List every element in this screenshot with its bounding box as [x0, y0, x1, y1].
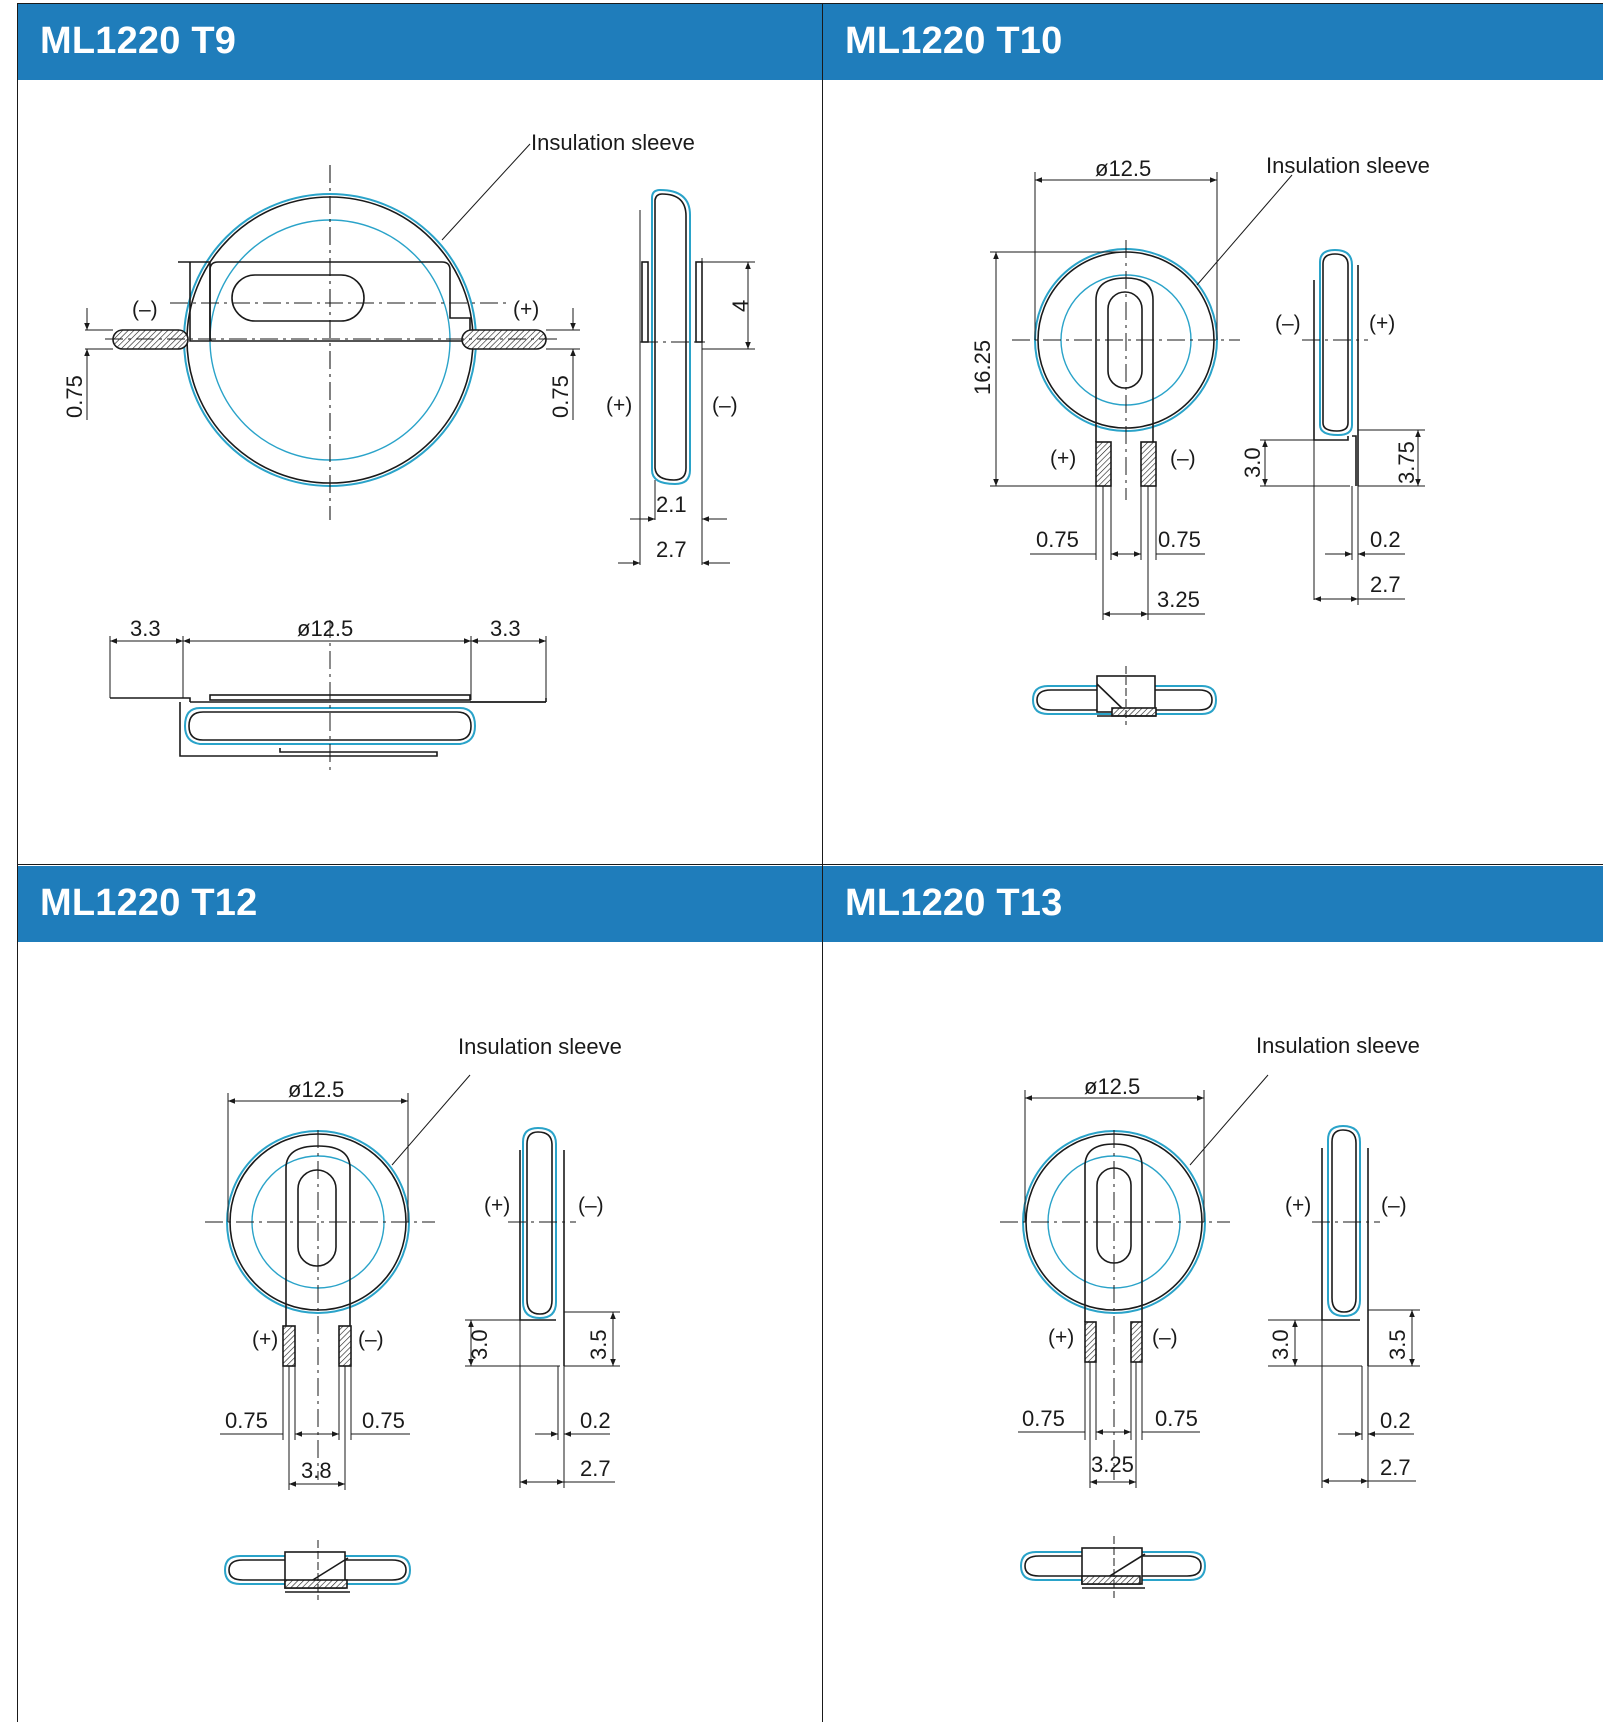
t13-sleeve-label: Insulation sleeve: [1256, 1033, 1420, 1058]
panel-header: ML1220 T10: [823, 4, 1603, 80]
t9-sleeve-label: Insulation sleeve: [531, 130, 695, 155]
t10-dia-dim: ø12.5: [1095, 156, 1151, 181]
t9-front-view: [84, 143, 580, 520]
t9-bottom-left-dim: 3.3: [130, 616, 161, 641]
t10-side-lead-dim: 3.0: [1240, 447, 1265, 478]
t13-side-w-dim: 2.7: [1380, 1455, 1411, 1480]
t13-w-left-dim: 0.75: [1022, 1406, 1065, 1431]
panel-t9: ML1220 T9: [18, 4, 822, 864]
panel-t12: ML1220 T12: [18, 866, 822, 1722]
panel-title: ML1220 T10: [845, 20, 1063, 62]
t10-side-view: [1260, 248, 1425, 605]
t9-bottom-view: [109, 620, 547, 770]
t13-w-right-dim: 0.75: [1155, 1406, 1198, 1431]
vertical-divider: [822, 3, 823, 1722]
t13-bottom-view: [1019, 1536, 1207, 1598]
t12-dia-dim: ø12.5: [288, 1077, 344, 1102]
panel-t13: ML1220 T13: [823, 866, 1603, 1722]
t9-side-w2-dim: 2.7: [656, 537, 687, 562]
t10-side-pos-label: (+): [1369, 312, 1395, 335]
t10-height-dim: 16.25: [970, 340, 995, 395]
panel-header: ML1220 T12: [18, 866, 822, 942]
t10-neg-label: (–): [1170, 447, 1196, 470]
t12-side-view: [465, 1126, 620, 1488]
t12-side-neg-label: (–): [578, 1194, 604, 1217]
t13-side-lead2-dim: 3.5: [1385, 1329, 1410, 1360]
t12-neg-label: (–): [358, 1328, 384, 1351]
t10-pos-label: (+): [1050, 447, 1076, 470]
t13-dia-dim: ø12.5: [1084, 1074, 1140, 1099]
panel-header: ML1220 T13: [823, 866, 1603, 942]
t9-tab-right-dim: 0.75: [548, 375, 573, 418]
t13-side-lead-dim: 3.0: [1268, 1329, 1293, 1360]
t12-sleeve-label: Insulation sleeve: [458, 1034, 622, 1059]
t9-side-neg-label: (–): [712, 394, 738, 417]
t12-pitch-dim: 3.8: [301, 1458, 332, 1483]
t12-w-left-dim: 0.75: [225, 1408, 268, 1433]
t13-side-neg-label: (–): [1381, 1194, 1407, 1217]
t13-side-view: [1268, 1124, 1420, 1488]
panel-t10: ML1220 T10: [823, 4, 1603, 864]
t12-side-w-dim: 2.7: [580, 1456, 611, 1481]
t10-front-view: [990, 172, 1293, 620]
t10-side-w-dim: 2.7: [1370, 572, 1401, 597]
t12-w-right-dim: 0.75: [362, 1408, 405, 1433]
t12-side-pos-label: (+): [484, 1194, 510, 1217]
t13-neg-label: (–): [1152, 1326, 1178, 1349]
t13-side-pos-label: (+): [1285, 1194, 1311, 1217]
panel-title: ML1220 T12: [40, 882, 258, 924]
t10-sleeve-label: Insulation sleeve: [1266, 153, 1430, 178]
t13-front-view: [1000, 1074, 1269, 1488]
t12-front-view: [205, 1074, 471, 1490]
t12-bottom-view: [223, 1540, 412, 1600]
horizontal-divider: [17, 864, 1603, 865]
t9-neg-label: (–): [132, 298, 158, 321]
t9-bottom-dia-dim: ø12.5: [297, 616, 353, 641]
t9-bottom-right-dim: 3.3: [490, 616, 521, 641]
t9-side-pos-label: (+): [606, 394, 632, 417]
t13-pitch-dim: 3.25: [1091, 1452, 1134, 1477]
panel-header: ML1220 T9: [18, 4, 822, 80]
t12-side-thk-dim: 0.2: [580, 1408, 611, 1433]
t13-side-thk-dim: 0.2: [1380, 1408, 1411, 1433]
panel-title: ML1220 T9: [40, 20, 237, 62]
t12-pos-label: (+): [252, 1328, 278, 1351]
t13-pos-label: (+): [1048, 1326, 1074, 1349]
t9-side-w1-dim: 2.1: [656, 492, 687, 517]
t9-side-height-dim: 4: [728, 300, 753, 312]
t9-side-view: [618, 188, 755, 566]
t12-side-lead2-dim: 3.5: [586, 1329, 611, 1360]
t10-side-lead2-dim: 3.75: [1394, 441, 1419, 484]
t10-w-left-dim: 0.75: [1036, 527, 1079, 552]
t10-bottom-view: [1031, 666, 1218, 725]
t10-side-neg-label: (–): [1275, 312, 1301, 335]
t10-w-right-dim: 0.75: [1158, 527, 1201, 552]
t10-side-thk-dim: 0.2: [1370, 527, 1401, 552]
panel-title: ML1220 T13: [845, 882, 1063, 924]
t9-tab-left-dim: 0.75: [62, 375, 87, 418]
drawing-frame: [17, 3, 1603, 1722]
t12-side-lead-dim: 3.0: [467, 1329, 492, 1360]
t10-pitch-dim: 3.25: [1157, 587, 1200, 612]
t9-pos-label: (+): [513, 298, 539, 321]
